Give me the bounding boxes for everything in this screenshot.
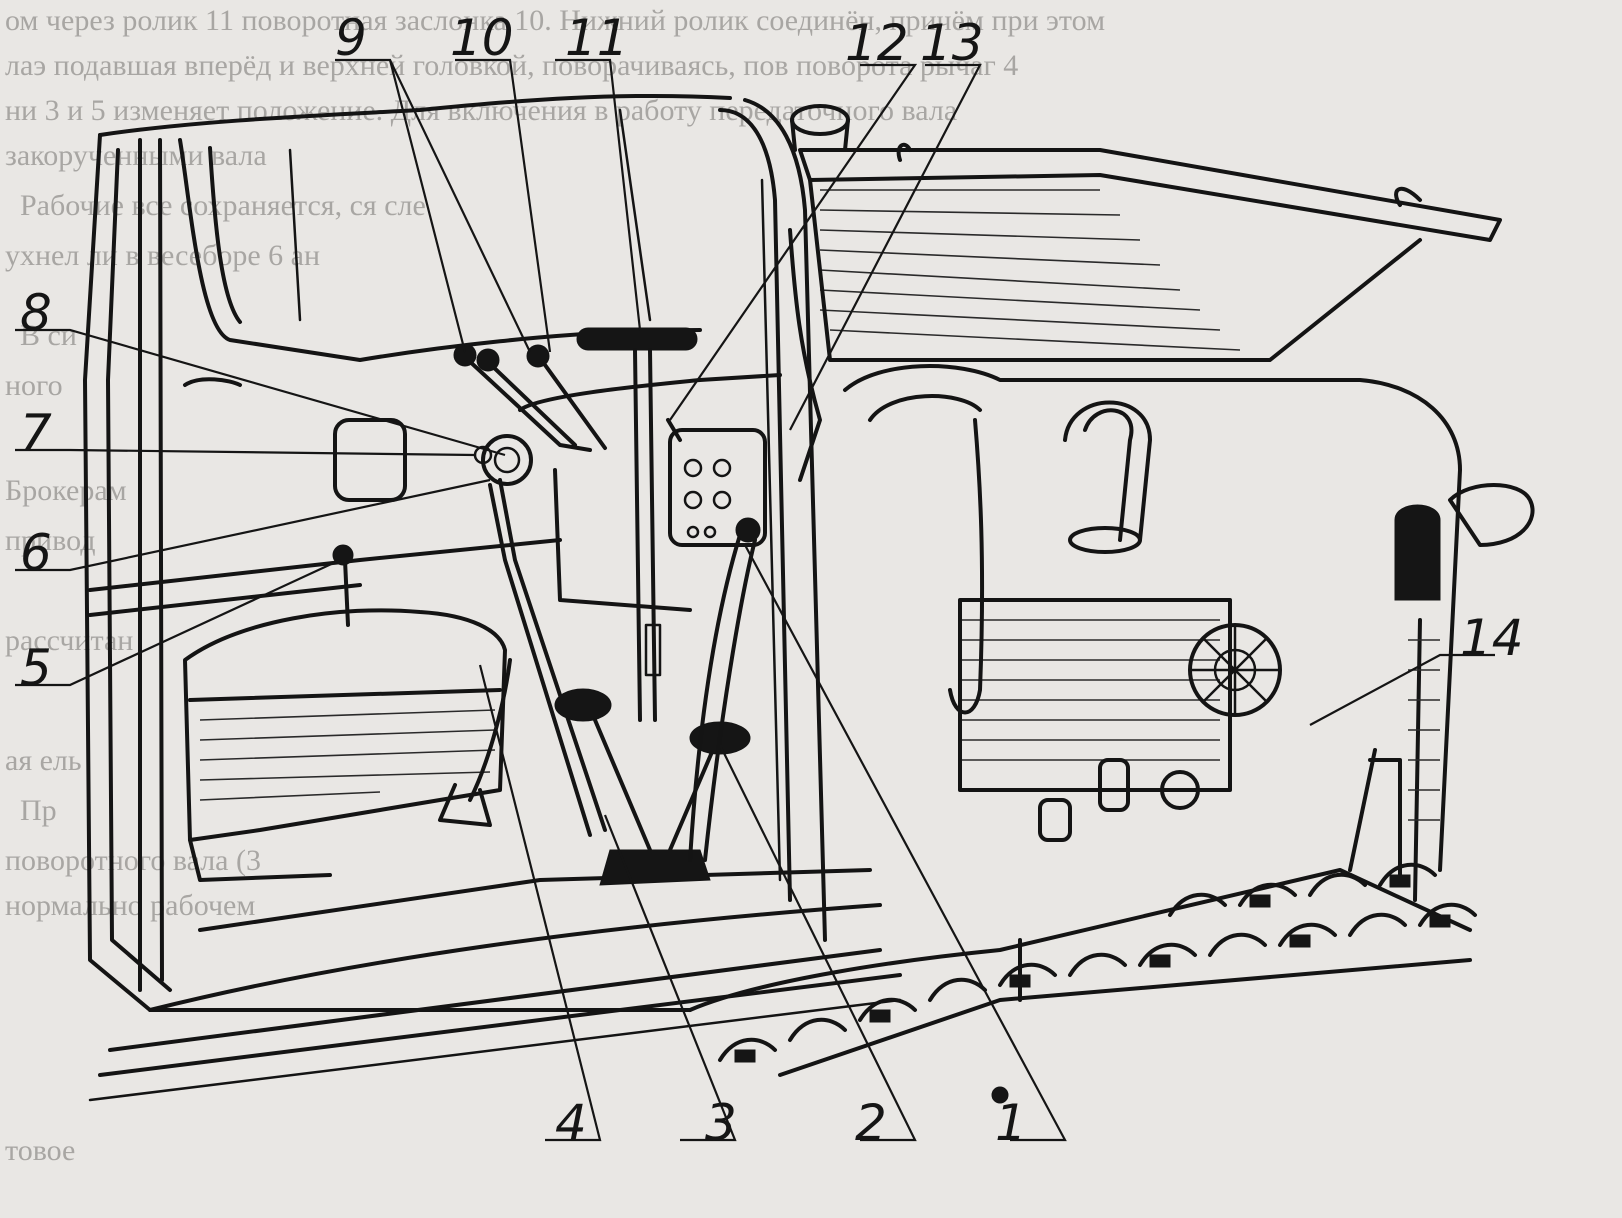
callout-1: 1	[995, 1094, 1027, 1152]
bleed-line: Брокерам	[5, 474, 127, 507]
engine-bay	[790, 104, 1535, 902]
leader-lines	[15, 58, 1495, 1142]
callout-14: 14	[1460, 609, 1524, 667]
driver-seat	[183, 608, 507, 882]
lever-knob-10	[526, 344, 550, 368]
callout-4: 4	[555, 1094, 587, 1152]
callout-12: 12	[845, 14, 909, 72]
cab-body	[83, 93, 902, 1102]
bleed-line: Пр	[20, 794, 57, 827]
bleed-line: В си	[20, 319, 77, 352]
callout-9: 9	[335, 9, 367, 67]
column-base	[599, 849, 711, 886]
lever-knob-9a	[453, 343, 477, 367]
bleed-line: рассчитан	[5, 624, 133, 657]
callout-13: 13	[920, 14, 984, 72]
crawler-track	[688, 862, 1477, 1104]
bleed-line: поворотного вала (3	[5, 844, 261, 877]
callout-7: 7	[20, 404, 52, 462]
lever-knob-1	[735, 517, 761, 543]
callout-3: 3	[705, 1094, 737, 1152]
callout-labels: 1 2 3 4 5 6 7 8 9 10 11 12 13 14	[20, 9, 1524, 1152]
callout-6: 6	[20, 524, 52, 582]
controls	[332, 228, 822, 886]
bleed-line: ом через ролик 11 поворотная заслонка 10…	[5, 4, 1105, 37]
bleed-line: ни 3 и 5 изменяет положение. Для включен…	[5, 94, 957, 127]
callout-2: 2	[855, 1094, 887, 1152]
bleed-line: ая ель	[5, 744, 82, 777]
lever-knob-9b	[476, 348, 500, 372]
callout-10: 10	[450, 9, 514, 67]
bleed-line: нормально рабочем	[5, 889, 255, 922]
bleed-line: товое	[5, 1134, 75, 1167]
bleed-line: привод	[5, 524, 95, 557]
bleed-line: Рабочие все сохраняется, ся сле	[20, 189, 426, 222]
bleed-line: закорученными вала	[5, 139, 267, 172]
t-handle-11	[576, 327, 698, 351]
callout-8: 8	[20, 284, 52, 342]
callout-11: 11	[565, 9, 629, 67]
pedal-left	[554, 688, 612, 722]
bleed-line: ного	[5, 369, 63, 402]
pressure-gauge	[481, 434, 533, 486]
callout-5: 5	[20, 639, 52, 697]
bleed-line: ухнел ли в весеборе 6 ан	[5, 239, 320, 272]
